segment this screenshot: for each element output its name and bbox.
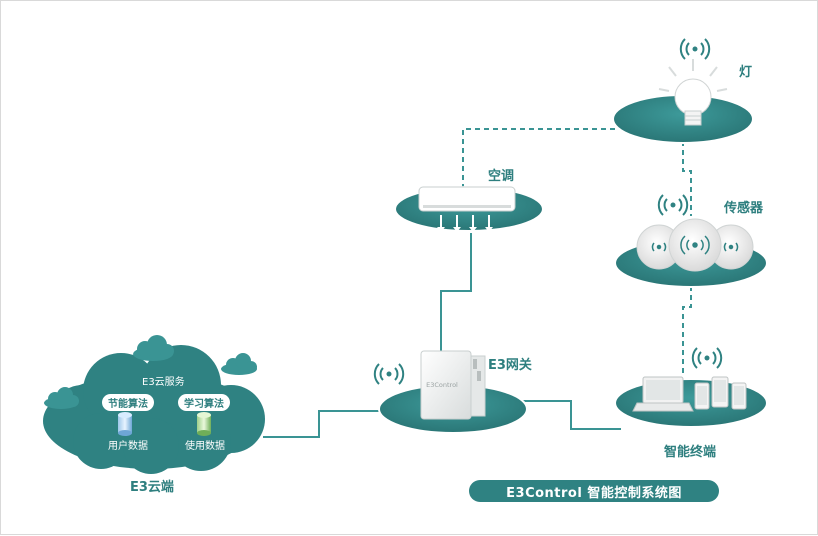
label-gateway: E3网关	[488, 358, 532, 373]
user-data-label: 用户数据	[108, 441, 148, 452]
phone-icon	[694, 382, 710, 410]
database-icon	[118, 412, 132, 436]
gateway-node	[378, 350, 528, 434]
phone-icon	[711, 376, 729, 408]
connections	[263, 128, 692, 438]
small-cloud-icon	[44, 387, 79, 409]
diagram-title: E3Control 智能控制系统图	[469, 480, 719, 502]
gateway-box-icon	[420, 350, 486, 420]
terminal-node	[614, 376, 768, 428]
light-node	[612, 59, 754, 144]
gateway-device-text: E3Control	[426, 381, 458, 389]
wifi-icon	[691, 347, 723, 369]
wifi-icon	[373, 363, 405, 385]
learn-algo-label: 学习算法	[178, 394, 230, 411]
wifi-icon	[679, 38, 711, 60]
cloud-node	[43, 335, 265, 474]
small-cloud-icon	[221, 353, 257, 375]
sensor-node	[614, 218, 768, 288]
database-icon	[197, 412, 211, 436]
usage-data-label: 使用数据	[185, 441, 225, 452]
laptop-icon	[632, 376, 694, 412]
aircon-icon	[418, 186, 516, 232]
link-cloud-gateway	[263, 410, 381, 438]
small-cloud-icon	[133, 335, 174, 361]
aircon-node	[394, 186, 544, 232]
phone-icon	[731, 382, 747, 410]
link-gateway-terminal	[521, 400, 621, 430]
cloud-service-label: E3云服务	[142, 377, 185, 388]
sensor-icon	[636, 218, 754, 272]
link-gateway-aircon	[440, 233, 472, 371]
label-terminal: 智能终端	[664, 445, 717, 460]
link-sensor-terminal	[682, 286, 692, 376]
label-sensor: 传感器	[724, 201, 764, 216]
label-cloud: E3云端	[130, 480, 174, 495]
wifi-icon	[657, 194, 689, 216]
label-aircon: 空调	[488, 169, 515, 184]
link-aircon-light	[462, 128, 619, 189]
energy-algo-label: 节能算法	[102, 394, 154, 411]
bulb-icon	[658, 59, 728, 126]
label-light: 灯	[739, 65, 753, 80]
